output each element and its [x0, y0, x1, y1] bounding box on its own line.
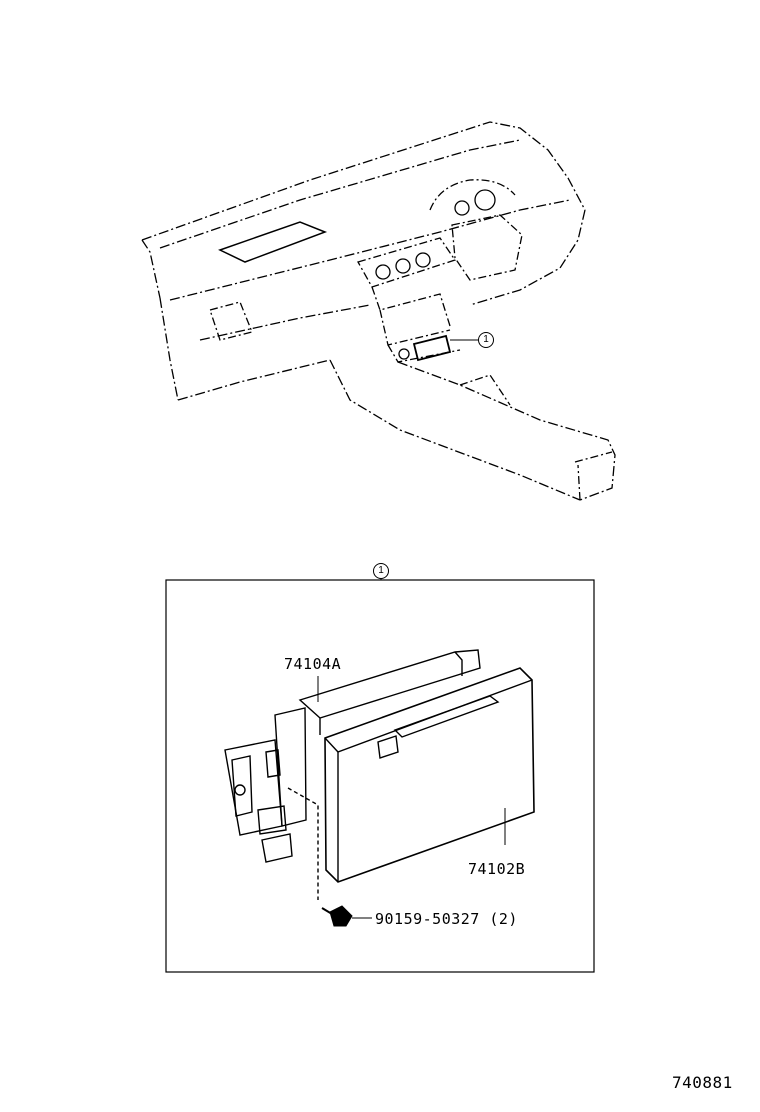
label-leaders — [317, 676, 506, 845]
screw-part-number: 90159-50327 — [375, 910, 480, 928]
dashboard-illustration — [141, 121, 616, 501]
callout-1-detail: 1 — [373, 563, 389, 579]
part-label-screw: 90159-50327 (2) — [375, 912, 518, 927]
screw-quantity: (2) — [489, 910, 518, 928]
detail-frame — [165, 579, 595, 973]
part-label-bracket: 74104A — [284, 655, 342, 673]
part-label-tray: 74102B — [468, 860, 526, 878]
diagram-id: 740881 — [672, 1073, 733, 1092]
ashtray-assembly — [224, 649, 535, 900]
callout-1-overview: 1 — [478, 332, 494, 348]
screw-icon — [321, 905, 372, 927]
